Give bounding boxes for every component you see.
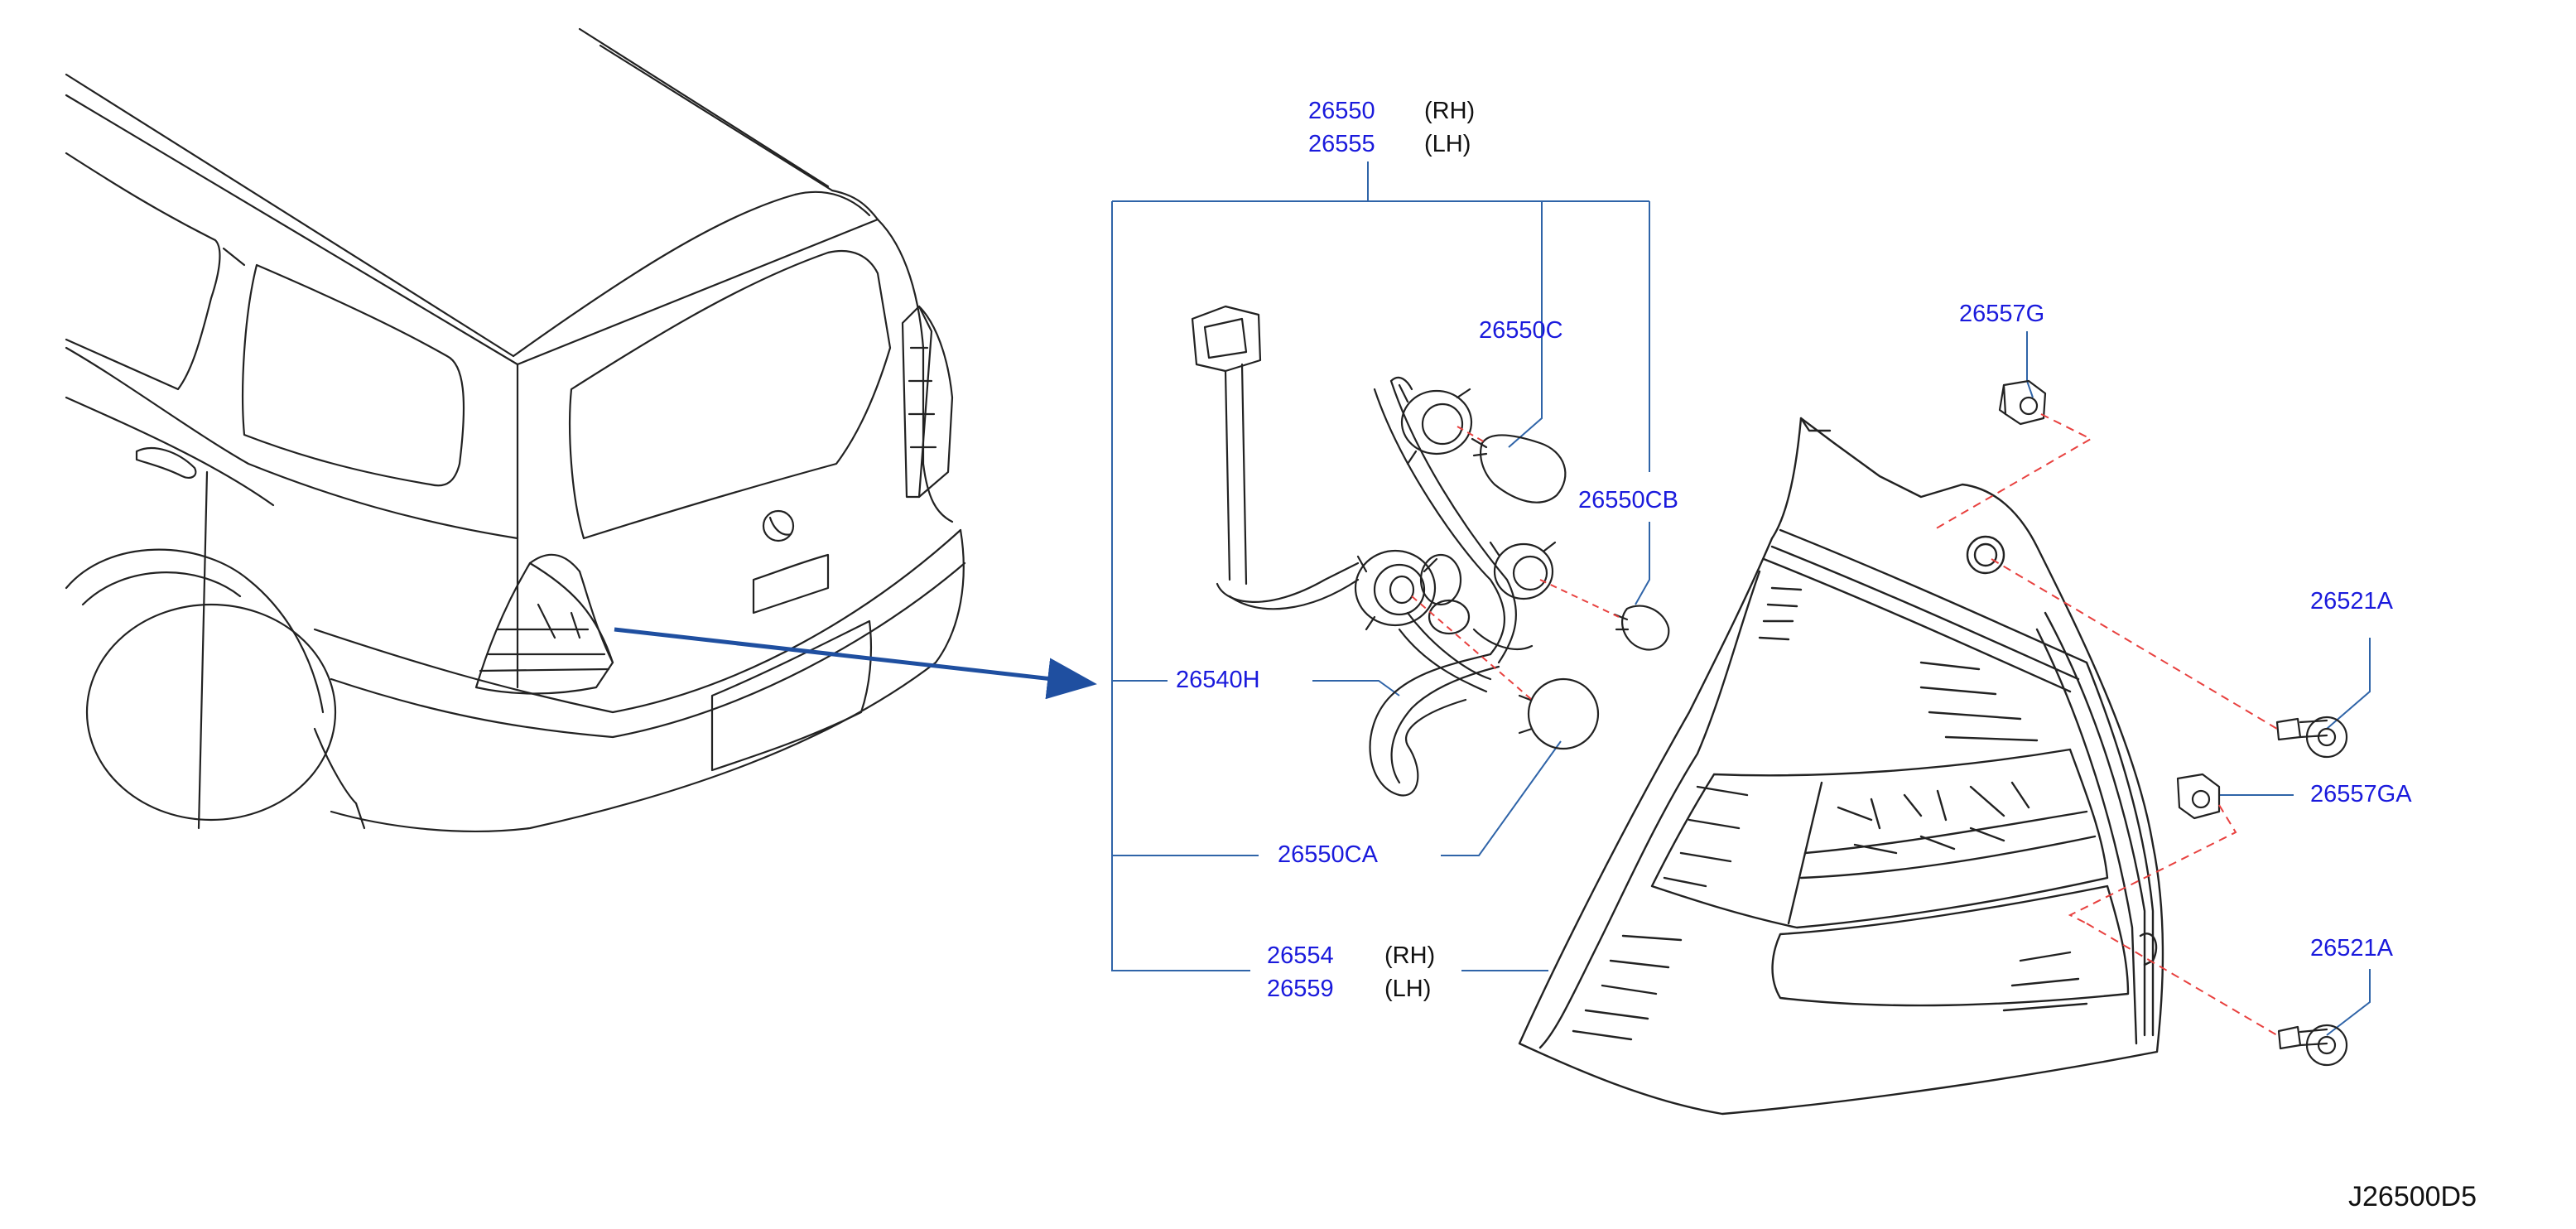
grommet-ga-part-number[interactable]: 26557GA [2310, 781, 2412, 807]
screw-a-bottom-part-number[interactable]: 26521A [2310, 935, 2393, 962]
assembly-rh-part-number[interactable]: 26550 [1308, 98, 1375, 124]
lens-rh-side: (RH) [1384, 942, 1436, 969]
harness-and-sockets-illustration [1191, 305, 1670, 797]
assembly-rh-side: (RH) [1424, 98, 1476, 124]
tail-lamp-lens-illustration [1518, 417, 2164, 1116]
lens-lh-side: (LH) [1384, 976, 1432, 1002]
diagram-code: J26500D5 [2348, 1181, 2477, 1212]
leader-lines [1111, 161, 2371, 1036]
lens-rh-part-number[interactable]: 26554 [1267, 942, 1334, 969]
screw-a-top-part-number[interactable]: 26521A [2310, 588, 2393, 614]
assembly-lh-side: (LH) [1424, 131, 1471, 157]
socket-cb-part-number[interactable]: 26550CB [1578, 487, 1678, 513]
harness-part-number[interactable]: 26540H [1176, 667, 1260, 693]
socket-c-part-number[interactable]: 26550C [1479, 317, 1563, 344]
pointer-arrow [614, 627, 1097, 700]
fastener-insertion-guides [1933, 413, 2278, 1036]
vehicle-rear-illustration [65, 27, 966, 833]
assembly-lh-part-number[interactable]: 26555 [1308, 131, 1375, 157]
fasteners-illustration [1998, 379, 2348, 1067]
lens-lh-part-number[interactable]: 26559 [1267, 976, 1334, 1002]
bulb-ca-part-number[interactable]: 26550CA [1278, 841, 1378, 868]
grommet-g-part-number[interactable]: 26557G [1959, 301, 2045, 327]
bulb-insertion-guides [1411, 426, 1620, 701]
